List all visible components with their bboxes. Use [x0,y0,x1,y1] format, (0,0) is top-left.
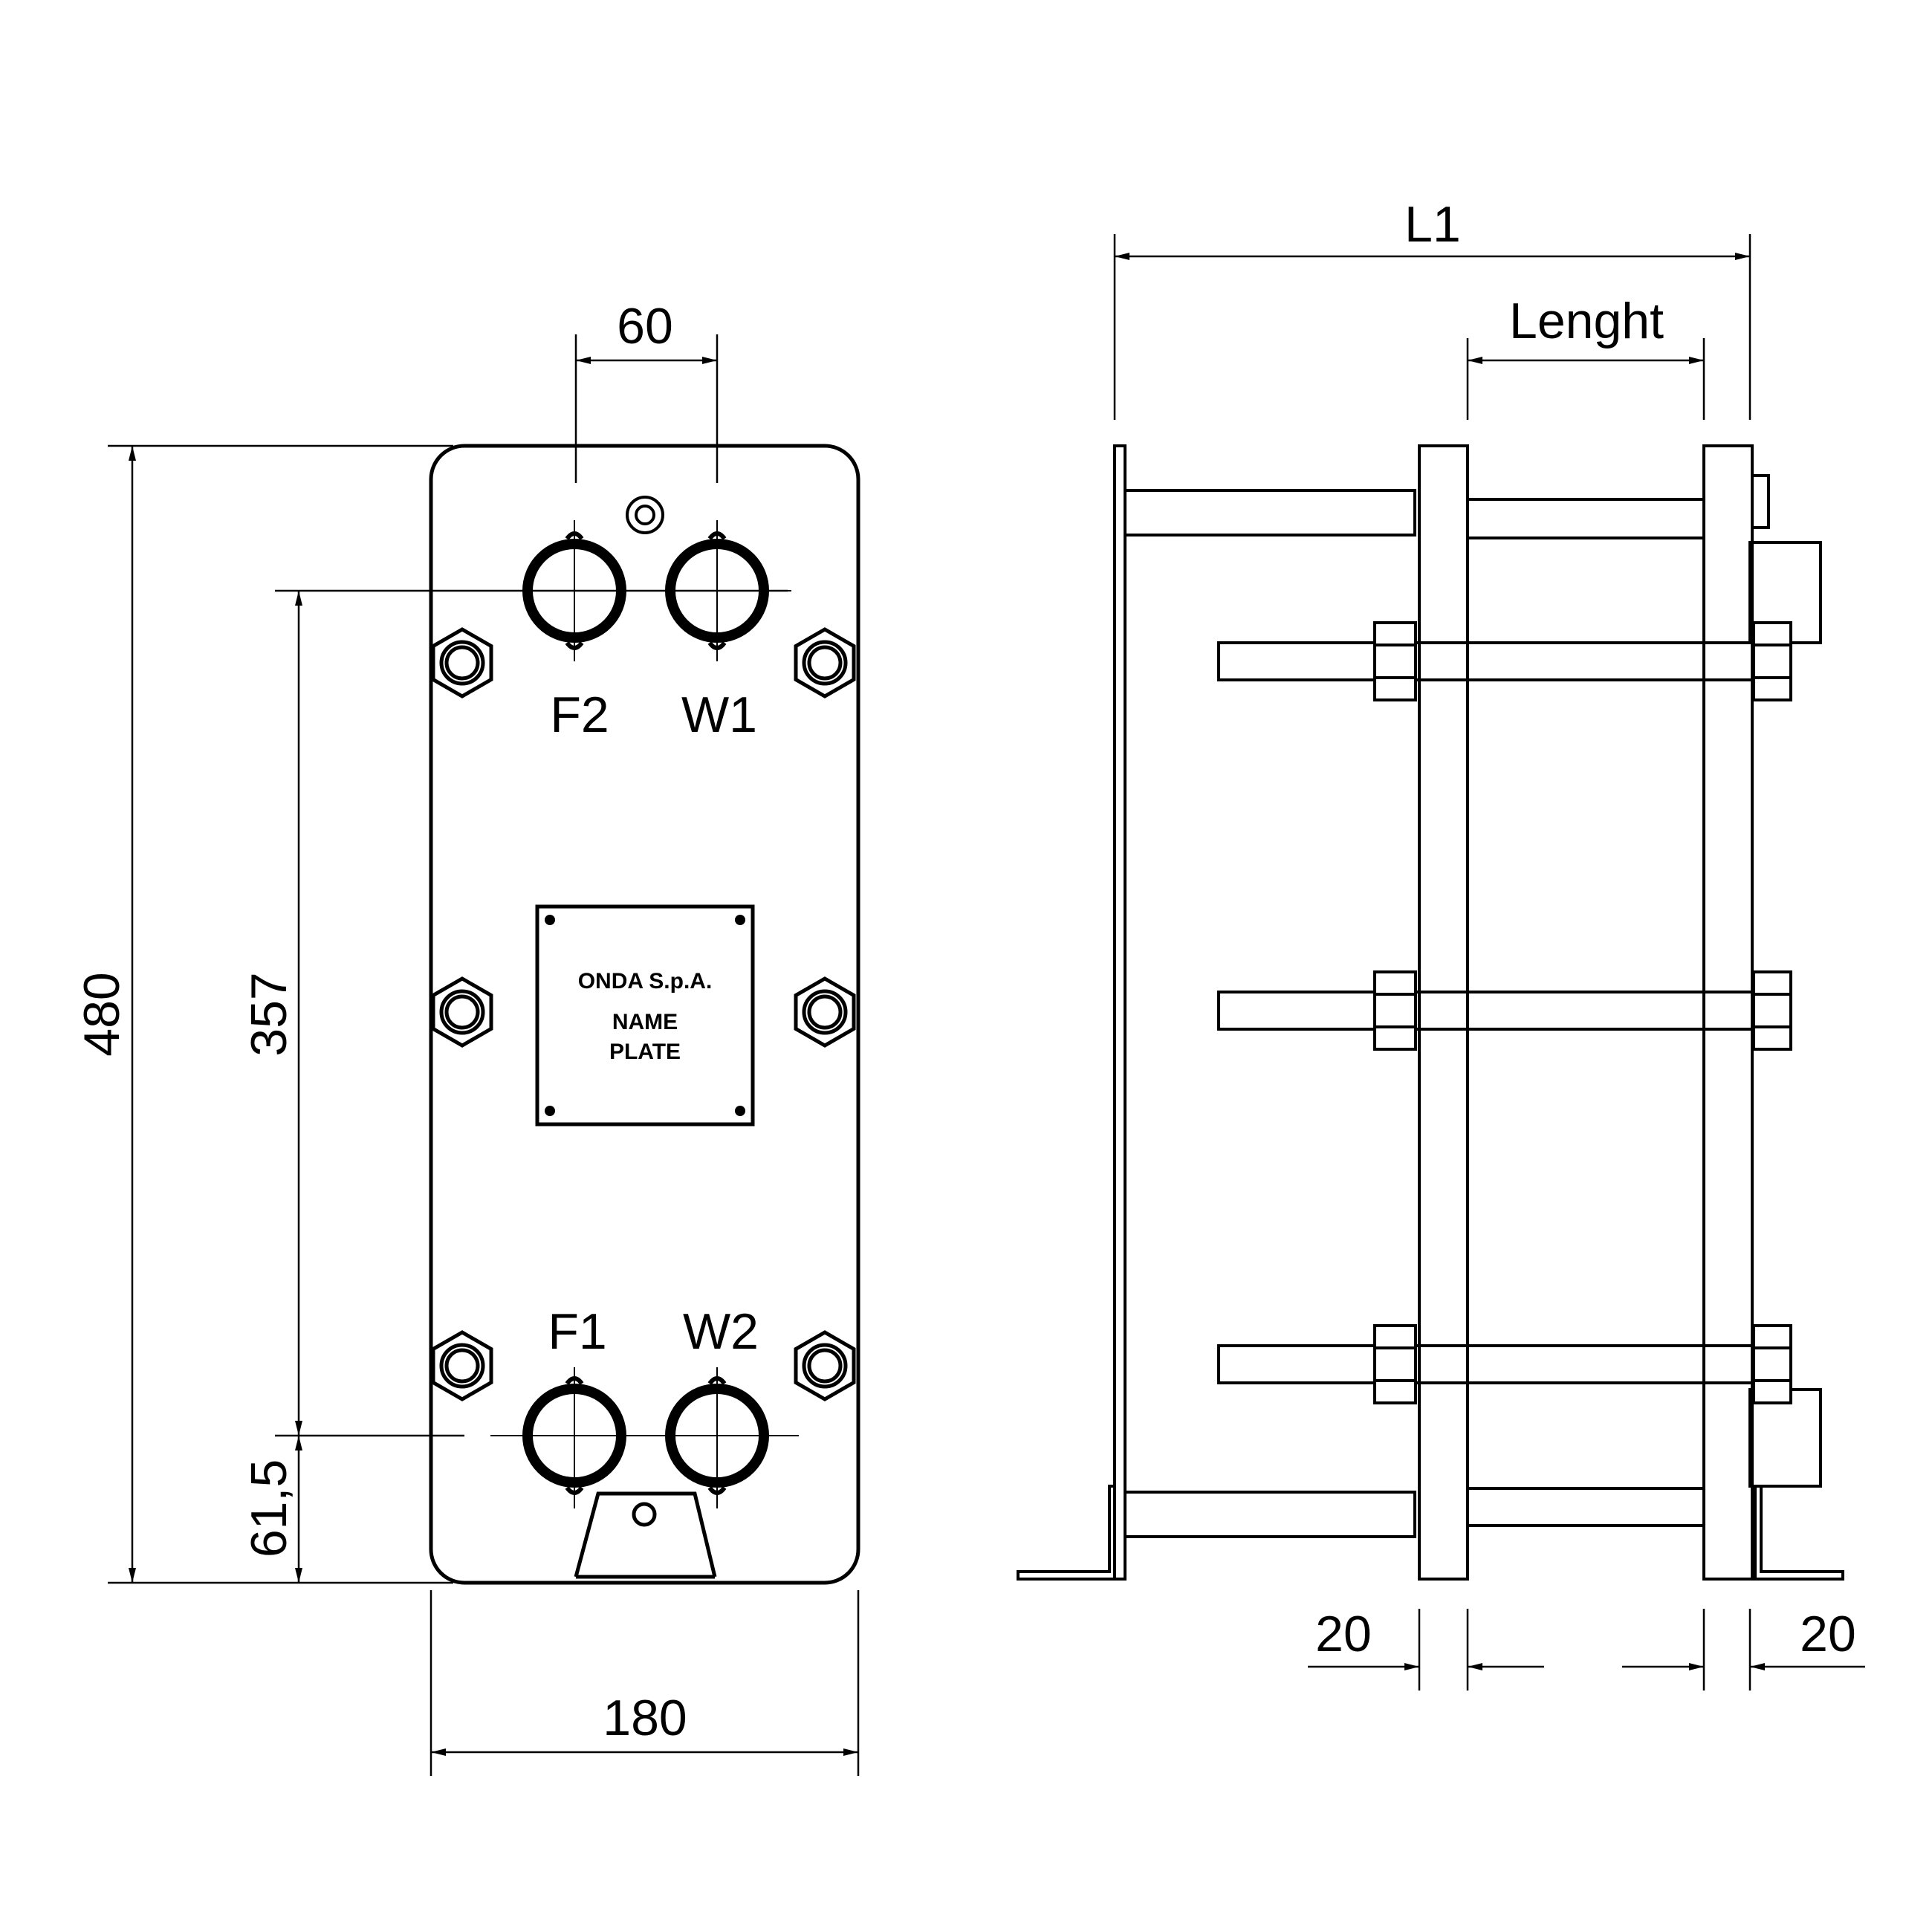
base-bracket-right [1754,1485,1844,1581]
port-label-W2: W2 [683,1303,759,1360]
dim-label-20-left: 20 [1315,1606,1372,1662]
name-plate [535,904,755,1127]
name-plate-company: ONDA S.p.A. [578,969,713,993]
port-label-W1: W1 [681,687,757,743]
dim-label-lenght: Lenght [1509,293,1664,349]
name-plate-line-plate: PLATE [609,1040,681,1064]
dim-label-61-5: 61,5 [241,1459,297,1557]
nut-top-left [431,627,493,698]
nut-top-right [794,627,856,698]
frame-plate-outline [429,444,860,1585]
dim-label-480: 480 [74,972,130,1056]
name-plate-screws [545,915,745,1116]
dim-label-L1: L1 [1404,196,1461,253]
port-centerlines [490,520,799,1508]
port-label-F1: F1 [548,1303,606,1360]
nut-bottom-right [794,1330,856,1401]
base-bracket-left [1017,1485,1116,1581]
port-label-F2: F2 [550,687,609,743]
side-view [1017,234,1865,1690]
fixed-frame-plate [1113,444,1127,1581]
dim-label-357: 357 [241,972,297,1056]
bottom-support [574,1491,717,1579]
dim-label-60: 60 [617,298,673,354]
nut-mid-right [794,976,856,1048]
side-extension-lines [1113,234,1751,1690]
dim-label-180: 180 [603,1690,687,1746]
dim-label-20-right: 20 [1800,1606,1856,1662]
nut-mid-left [431,976,493,1048]
top-vent-bolt [626,496,664,534]
nut-bottom-left [431,1330,493,1401]
name-plate-line-name: NAME [612,1010,678,1034]
tie-rod-middle [1217,970,1792,1051]
tie-rod-bottom [1217,1324,1792,1404]
front-view [108,334,860,1776]
tie-rod-top [1217,621,1792,701]
